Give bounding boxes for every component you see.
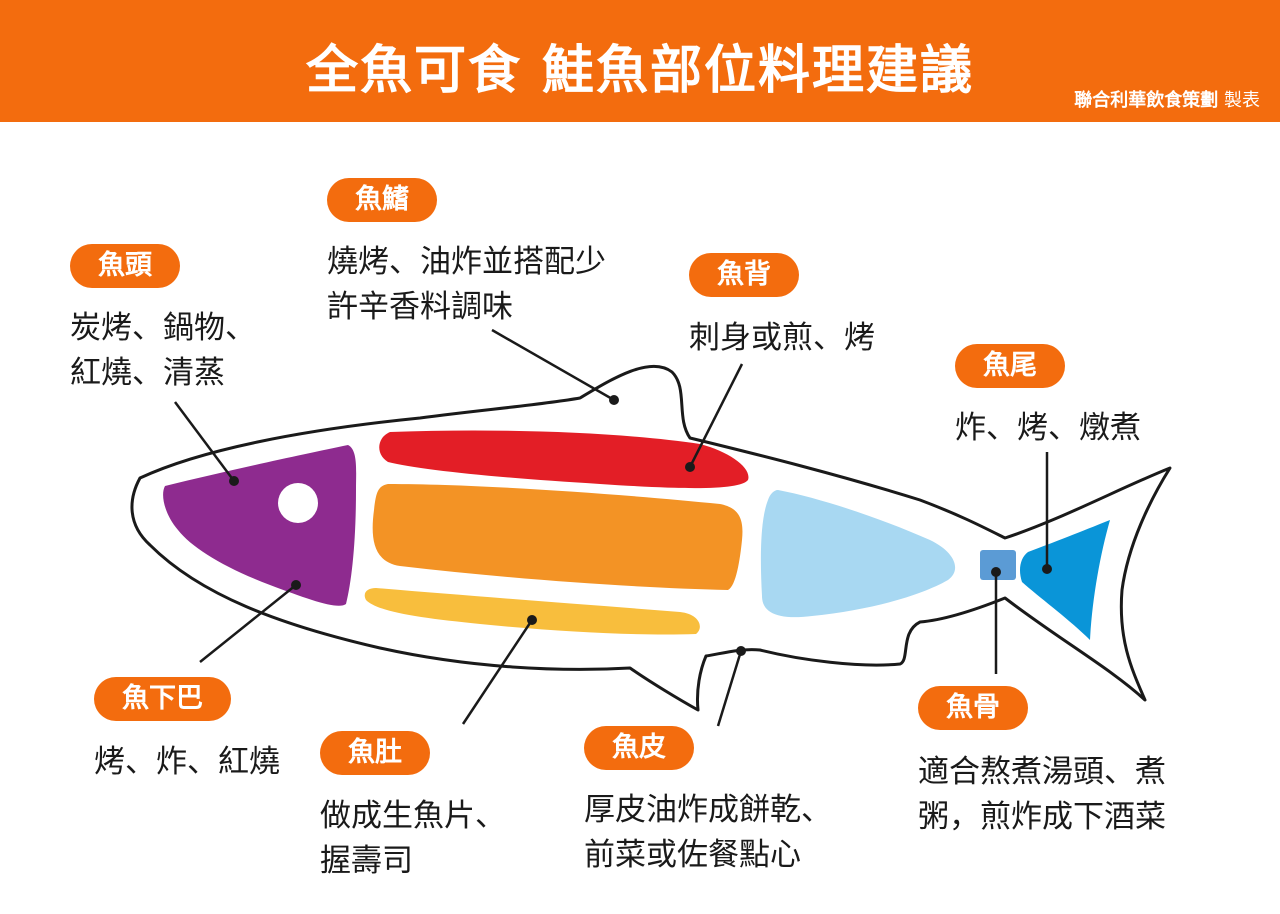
header-banner: 全魚可食 鮭魚部位料理建議 聯合利華飲食策劃 製表: [0, 0, 1280, 122]
eye-icon: [278, 483, 318, 523]
belly-desc: 做成生魚片、 握壽司: [320, 794, 506, 884]
credit-org: 聯合利華飲食策劃: [1074, 90, 1219, 111]
skin-desc-line: 前菜或佐餐點心: [584, 837, 801, 873]
head-dot: [229, 476, 239, 486]
leader-dots: [229, 395, 1052, 656]
bone-dot: [991, 567, 1001, 577]
page-title: 全魚可食 鮭魚部位料理建議: [305, 41, 975, 101]
back-desc-line: 刺身或煎、烤: [689, 320, 875, 356]
belly-dot: [527, 615, 537, 625]
back-desc: 刺身或煎、烤: [689, 316, 875, 361]
bone-desc-line: 粥，煎炸成下酒菜: [918, 799, 1166, 835]
bone-region: [980, 550, 1016, 580]
credit-suffix: 製表: [1224, 90, 1260, 111]
tail-desc-line: 炸、烤、燉煮: [955, 410, 1141, 446]
bone-badge: 魚骨: [918, 686, 1028, 730]
leader-lines: [173, 328, 1049, 727]
fin-leader: [491, 328, 615, 402]
skin-dot: [736, 646, 746, 656]
belly-badge: 魚肚: [320, 731, 430, 775]
fin-desc: 燒烤、油炸並搭配少 許辛香料調味: [327, 240, 606, 330]
back-dot: [685, 462, 695, 472]
skin-leader: [716, 650, 743, 727]
tail-badge: 魚尾: [955, 344, 1065, 388]
head-desc-line: 炭烤、鍋物、: [70, 310, 256, 346]
chin-desc: 烤、炸、紅燒: [94, 740, 280, 785]
bone-desc-line: 適合熬煮湯頭、煮: [918, 754, 1166, 790]
chin-badge: 魚下巴: [94, 677, 231, 721]
fin-badge: 魚鰭: [327, 178, 437, 222]
skin-desc: 厚皮油炸成餅乾、 前菜或佐餐點心: [584, 788, 832, 878]
credit-line: 聯合利華飲食策劃 製表: [1074, 86, 1260, 112]
belly-desc-line: 握壽司: [320, 843, 413, 879]
belly-region: [364, 588, 700, 635]
head-desc-line: 紅燒、清蒸: [70, 355, 225, 391]
head-leader: [173, 401, 236, 482]
bone-desc: 適合熬煮湯頭、煮 粥，煎炸成下酒菜: [918, 750, 1166, 840]
skin-badge: 魚皮: [584, 726, 694, 770]
upper-belly-region: [372, 484, 743, 590]
head-region: [163, 445, 357, 606]
tail-region: [1020, 520, 1110, 640]
skin-desc-line: 厚皮油炸成餅乾、: [584, 792, 832, 828]
fin-dot: [609, 395, 619, 405]
back-leader: [688, 363, 744, 468]
back-badge: 魚背: [689, 253, 799, 297]
chin-leader: [199, 584, 297, 663]
tail-desc: 炸、烤、燉煮: [955, 406, 1141, 451]
chin-dot: [291, 580, 301, 590]
chin-desc-line: 烤、炸、紅燒: [94, 744, 280, 780]
head-desc: 炭烤、鍋物、 紅燒、清蒸: [70, 306, 256, 396]
belly-desc-line: 做成生魚片、: [320, 798, 506, 834]
fin-desc-line: 燒烤、油炸並搭配少: [327, 244, 606, 280]
back-region: [379, 430, 749, 489]
belly-leader: [461, 619, 534, 725]
tail-dot: [1042, 564, 1052, 574]
fin-desc-line: 許辛香料調味: [327, 289, 513, 325]
tail-body-region: [760, 490, 956, 618]
head-badge: 魚頭: [70, 244, 180, 288]
